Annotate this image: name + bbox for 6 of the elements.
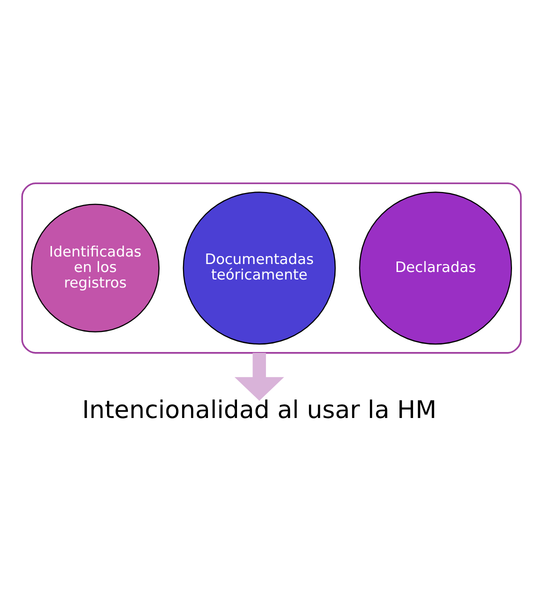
node-circle: Declaradas <box>359 191 512 344</box>
node-circle: Identificadas en los registros <box>31 203 160 332</box>
cluster <box>21 182 522 354</box>
node-circle: Documentadas teóricamente <box>182 191 336 344</box>
arrow <box>234 352 284 400</box>
node-text: Intencionalidad al usar la HM <box>82 394 437 424</box>
